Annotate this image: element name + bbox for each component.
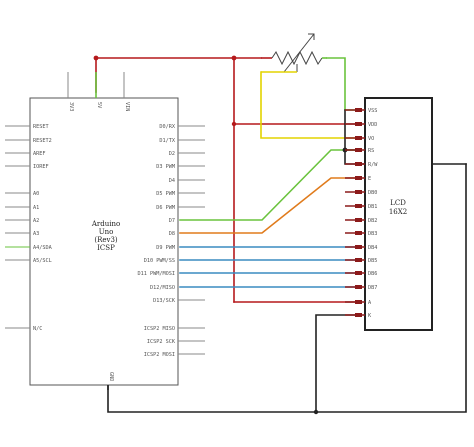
junction-5v-rail [93, 55, 99, 61]
arduino-pin-label-5v: 5V [96, 102, 102, 108]
arduino-pin-label-d8: D8 [169, 231, 175, 237]
lcd-pin-label-db1: DB1 [368, 204, 377, 210]
lcd-pin-pad-e [355, 176, 362, 180]
arduino-top-pins: 3V3 5V VIN [67, 72, 130, 111]
lcd-pin-pad-vo [355, 136, 362, 140]
arduino-bottom-pin: GND [107, 372, 114, 390]
wire-pot-wiper-to-vo [260, 71, 359, 139]
arduino-pin-label-d5-pwm: D5 PWM [156, 191, 175, 197]
lcd-pin-label-e: E [368, 176, 371, 182]
wire-d7-to-rs [179, 149, 359, 221]
arduino-pin-label-a4-sda: A4/SDA [33, 245, 53, 251]
lcd-pin-pad-vdd [355, 122, 362, 126]
arduino-pin-label-d6-pwm: D6 PWM [156, 205, 175, 211]
arduino-label-line: Uno [99, 228, 114, 236]
wires [95, 57, 467, 413]
wire-gnd-bottom [107, 163, 467, 413]
arduino-pin-label-d10-pwm-ss: D10 PWM/SS [144, 258, 175, 264]
lcd-pin-pad-k [355, 313, 362, 317]
arduino-pin-label-d4: D4 [169, 178, 175, 184]
arduino-label-line: ICSP [97, 244, 115, 252]
arduino-pin-label-d13-sck: D13/SCK [153, 298, 176, 304]
lcd-pin-label-db0: DB0 [368, 190, 377, 196]
arduino-pin-label-d3-pwm: D3 PWM [156, 164, 175, 170]
arduino-pin-label-icsp2-miso: ICSP2 MISO [144, 326, 175, 332]
potentiometer-resistor [271, 50, 323, 66]
lcd-pin-label-db4: DB4 [368, 245, 377, 251]
lcd-pin-label-db7: DB7 [368, 285, 377, 291]
lcd-pin-label-db6: DB6 [368, 271, 377, 277]
lcd-pin-pad-db1 [355, 204, 362, 208]
arduino-pin-label-reset2: RESET2 [33, 138, 52, 144]
lcd-pin-pad-vss [355, 108, 362, 112]
arduino-label-line: (Rev3) [94, 236, 118, 244]
arduino-pin-label-d1-tx: D1/TX [159, 138, 175, 144]
wire-pot-to-vss [326, 57, 359, 111]
lcd-pin-pad-db3 [355, 231, 362, 235]
arduino-pin-label-a5-scl: A5/SCL [33, 258, 52, 264]
arduino-body [29, 97, 179, 386]
arduino-pin-label-a0: A0 [33, 191, 39, 197]
lcd-pin-label-db5: DB5 [368, 258, 377, 264]
lcd-pin-pad-db7 [355, 285, 362, 289]
lcd-pin-pad-a [355, 300, 362, 304]
lcd-pin-label-r-w: R/W [368, 162, 378, 168]
arduino-pin-label-d9-pwm: D9 PWM [156, 245, 175, 251]
lcd-body [364, 97, 433, 331]
arduino-pin-label-a1: A1 [33, 205, 39, 211]
arduino-pin-label-a3: A3 [33, 231, 39, 237]
lcd-pin-pad-db6 [355, 271, 362, 275]
lcd-pin-label-rs: RS [368, 148, 374, 154]
lcd-pin-label-db3: DB3 [368, 231, 377, 237]
junctions [93, 55, 348, 415]
arduino-pin-label-d11-pwm-mosi: D11 PWM/MOSI [138, 271, 175, 277]
lcd-title: LCD [390, 199, 406, 207]
arduino-pin-label-d2: D2 [169, 151, 175, 157]
arduino-pin-label-aref: AREF [33, 151, 46, 157]
arduino-pin-label-d12-miso: D12/MISO [150, 285, 175, 291]
arduino-label-line: Arduino [91, 220, 120, 228]
junction-5v-vdd [231, 121, 237, 127]
arduino-pin-label-3v3: 3V3 [68, 102, 74, 111]
lcd-pin-pad-db5 [355, 258, 362, 262]
lcd-pin-label-vdd: VDD [368, 122, 377, 128]
junction-5v-drop [231, 55, 237, 61]
lcd-pin-label-a: A [368, 300, 372, 306]
arduino-pin-label-vin: VIN [124, 102, 130, 111]
lcd-pin-label-db2: DB2 [368, 218, 377, 224]
arduino-pin-label-reset: RESET [33, 124, 49, 130]
lcd-pin-label-vss: VSS [368, 108, 377, 114]
arduino-pin-label-d7: D7 [169, 218, 175, 224]
arduino-pin-label-icsp2-mosi: ICSP2 MOSI [144, 352, 175, 358]
wire-gnd-k [315, 314, 359, 413]
arduino-pin-label-gnd: GND [108, 372, 114, 381]
arduino-pin-label-d0-rx: D0/RX [159, 124, 175, 130]
potentiometer-arrow-head [308, 33, 315, 40]
arduino-pin-label-n-c: N/C [33, 326, 42, 332]
wire-d8-to-e [179, 177, 359, 234]
junction-gnd-bottom [313, 409, 319, 415]
arduino-pin-label-icsp2-sck: ICSP2 SCK [147, 339, 176, 345]
arduino-pin-label-a2: A2 [33, 218, 39, 224]
potentiometer-arrow-shaft [283, 33, 315, 73]
lcd-pin-label-k: K [368, 313, 372, 319]
potentiometer [261, 33, 327, 73]
lcd-pin-pad-db0 [355, 190, 362, 194]
lcd-pin-label-vo: VO [368, 136, 374, 142]
arduino-pin-label-ioref: IOREF [33, 164, 49, 170]
lcd-pin-pad-db4 [355, 245, 362, 249]
lcd-pin-pad-r-w [355, 162, 362, 166]
lcd-pin-pad-rs [355, 148, 362, 152]
lcd-pin-pad-db2 [355, 218, 362, 222]
lcd-subtitle: 16X2 [389, 208, 407, 216]
